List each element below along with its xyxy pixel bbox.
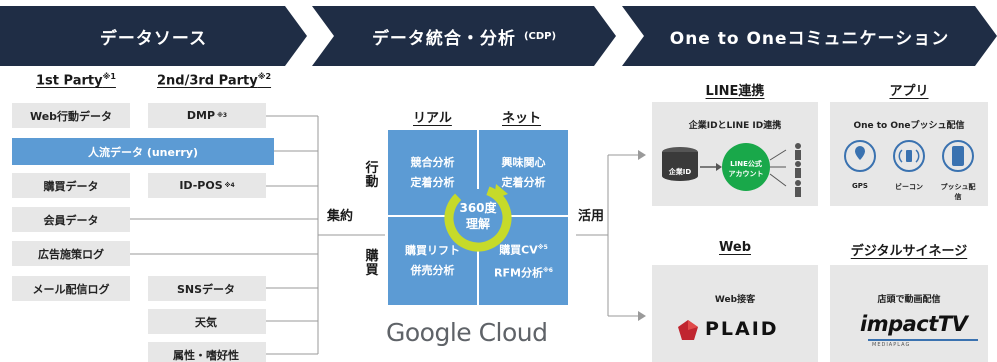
signage-desc: 店頭で動画配信 xyxy=(877,295,941,305)
cdp-center-label: 360度 理解 xyxy=(438,200,518,232)
quad-text: 購買CV xyxy=(499,244,538,257)
second-third-party-heading: 2nd/3rd Party※2 xyxy=(157,72,271,88)
line-desc: 企業IDとLINE ID連携 xyxy=(688,121,782,131)
source-label: Web行動データ xyxy=(29,109,113,123)
web-desc: Web接客 xyxy=(714,295,756,305)
impacttv-sub: MEDIAPLAG xyxy=(872,342,911,348)
plaid-logo-text: PLAID xyxy=(705,318,779,340)
source-note: ※4 xyxy=(224,182,235,189)
collect-label: 集約 xyxy=(327,209,354,224)
header-cdp-sub: (CDP) xyxy=(523,30,557,42)
source-label: SNSデータ xyxy=(176,282,236,296)
source-label: 広告施策ログ xyxy=(38,247,104,261)
quad-line: 購買リフト xyxy=(405,244,460,257)
impacttv-logo: impactTV xyxy=(860,312,968,336)
header-chevron-one-to-one: One to Oneコミュニケーション xyxy=(622,6,997,66)
cdp-row-purchase: 購買 xyxy=(365,249,379,278)
source-label: 購買データ xyxy=(43,179,99,193)
app-icon-beacon-label: ビーコン xyxy=(895,183,923,191)
use-label: 活用 xyxy=(578,209,605,224)
cdp-col-real: リアル xyxy=(413,111,452,126)
quad-line: 定着分析 xyxy=(501,175,546,189)
app-title: アプリ xyxy=(889,84,929,99)
source-mail-log: メール配信ログ xyxy=(12,276,130,301)
source-label: 属性・嗜好性 xyxy=(173,348,239,362)
first-party-note: ※1 xyxy=(102,72,116,81)
source-people-flow: 人流データ (unerry) xyxy=(12,138,274,165)
first-party-heading: 1st Party※1 xyxy=(36,72,116,88)
source-note: ※3 xyxy=(217,112,228,119)
cdp-col-net: ネット xyxy=(502,111,542,126)
quad-line: 競合分析 xyxy=(410,155,455,169)
app-icons xyxy=(844,140,974,172)
google-cloud-logo: Google Cloud xyxy=(386,318,548,347)
impacttv-underline xyxy=(868,339,978,341)
second-third-party-label: 2nd/3rd Party xyxy=(157,73,258,89)
source-label: 天気 xyxy=(195,315,217,329)
header-one-to-one-label: One to Oneコミュニケーション xyxy=(669,28,950,49)
header-chevron-cdp: データ統合・分析 (CDP) xyxy=(312,6,616,66)
account-line: アカウント xyxy=(728,170,764,178)
quad-line: 購買CV※5 xyxy=(499,238,548,261)
first-party-label: 1st Party xyxy=(36,73,103,89)
web-title: Web xyxy=(719,240,751,255)
source-label: DMP xyxy=(186,109,216,122)
source-web-behavior: Web行動データ xyxy=(12,103,130,128)
source-id-pos: ID-POS※4 xyxy=(148,173,266,198)
source-sns: SNSデータ xyxy=(148,276,266,301)
header-data-source-label: データソース xyxy=(99,28,208,49)
center-line: 360度 xyxy=(459,201,497,215)
source-member: 会員データ xyxy=(12,207,130,232)
app-desc: One to Oneプッシュ配信 xyxy=(853,121,965,131)
source-purchase: 購買データ xyxy=(12,173,130,198)
account-line: LINE公式 xyxy=(730,160,762,168)
cdp-row-behavior: 行動 xyxy=(365,161,379,190)
web-panel xyxy=(652,265,818,362)
line-db-label: 企業ID xyxy=(668,168,692,176)
source-attributes: 属性・嗜好性 xyxy=(148,342,266,362)
quad-line: RFM分析※6 xyxy=(494,261,553,284)
signage-title: デジタルサイネージ xyxy=(850,244,968,259)
source-weather: 天気 xyxy=(148,309,266,334)
second-third-party-note: ※2 xyxy=(257,72,272,81)
center-line: 理解 xyxy=(465,217,490,231)
quad-line: 定着分析 xyxy=(410,175,455,189)
line-account-label: LINE公式 アカウント xyxy=(722,159,770,179)
quad-line: 興味関心 xyxy=(501,155,546,169)
header-cdp-label: データ統合・分析 xyxy=(371,28,516,49)
line-flow-diagram xyxy=(662,143,801,197)
source-label: ID-POS xyxy=(179,179,223,192)
source-label: メール配信ログ xyxy=(32,282,110,296)
line-title: LINE連携 xyxy=(705,84,765,99)
header-chevron-data-source: データソース xyxy=(0,6,307,66)
app-icon-gps-label: GPS xyxy=(852,182,868,190)
quad-note: ※5 xyxy=(537,244,548,252)
quad-text: RFM分析 xyxy=(494,266,543,280)
cycle-360-icon xyxy=(444,184,512,252)
source-ad-log: 広告施策ログ xyxy=(12,241,130,266)
source-dmp: DMP※3 xyxy=(148,103,266,128)
plaid-logo-icon xyxy=(678,320,698,340)
quad-note: ※6 xyxy=(542,267,553,274)
quad-line: 併売分析 xyxy=(410,264,455,277)
signage-panel xyxy=(830,265,988,362)
source-label: 会員データ xyxy=(43,213,99,227)
source-label: 人流データ (unerry) xyxy=(87,145,199,159)
app-icon-push-label: プッシュ配信 xyxy=(940,183,976,201)
